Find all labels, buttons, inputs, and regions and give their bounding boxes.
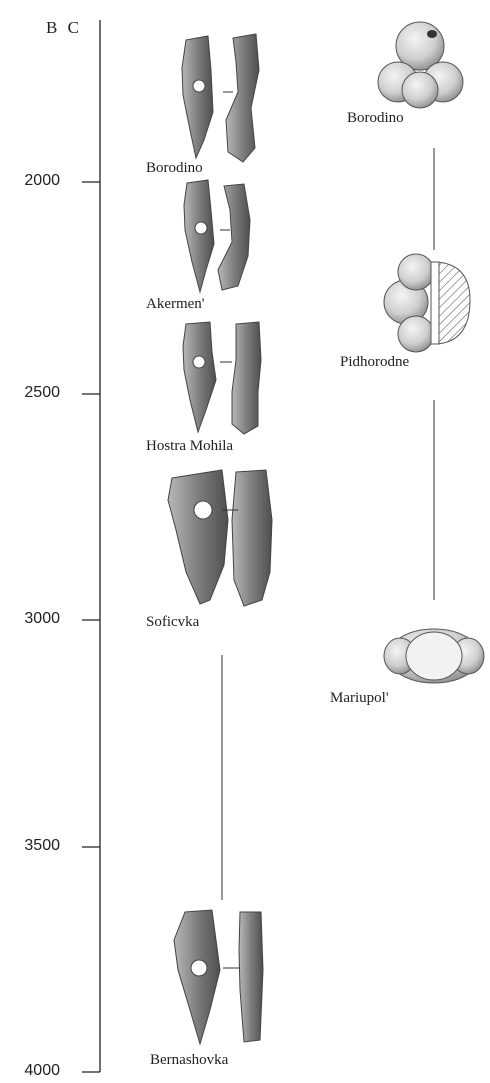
mace-mariupol [384, 629, 484, 683]
tick-label-4000: 4000 [0, 1062, 60, 1080]
axe-label-akermen: Akermen' [146, 296, 205, 313]
mace-label-borodino: Borodino [347, 110, 404, 127]
tick-label-3500: 3500 [0, 837, 60, 855]
axe-label-soficvka: Soficvka [146, 614, 199, 631]
axe-label-borodino: Borodino [146, 160, 203, 177]
mace-pidhorodne [384, 254, 470, 352]
axe-borodino [182, 34, 259, 162]
tick-label-2000: 2000 [0, 172, 60, 190]
mace-label-pidhorodne: Pidhorodne [340, 354, 409, 371]
axe-label-hostra-mohila: Hostra Mohila [146, 438, 233, 455]
tick-label-2500: 2500 [0, 384, 60, 402]
mace-label-mariupol: Mariupol' [330, 690, 389, 707]
axe-hostra-mohila [183, 322, 261, 434]
axis-title: B C [46, 18, 82, 38]
axe-bernashovka [174, 910, 263, 1044]
mace-borodino [378, 22, 463, 108]
tick-label-3000: 3000 [0, 610, 60, 628]
axe-akermen [184, 180, 250, 292]
axe-soficvka [168, 470, 272, 606]
axe-label-bernashovka: Bernashovka [150, 1052, 228, 1069]
